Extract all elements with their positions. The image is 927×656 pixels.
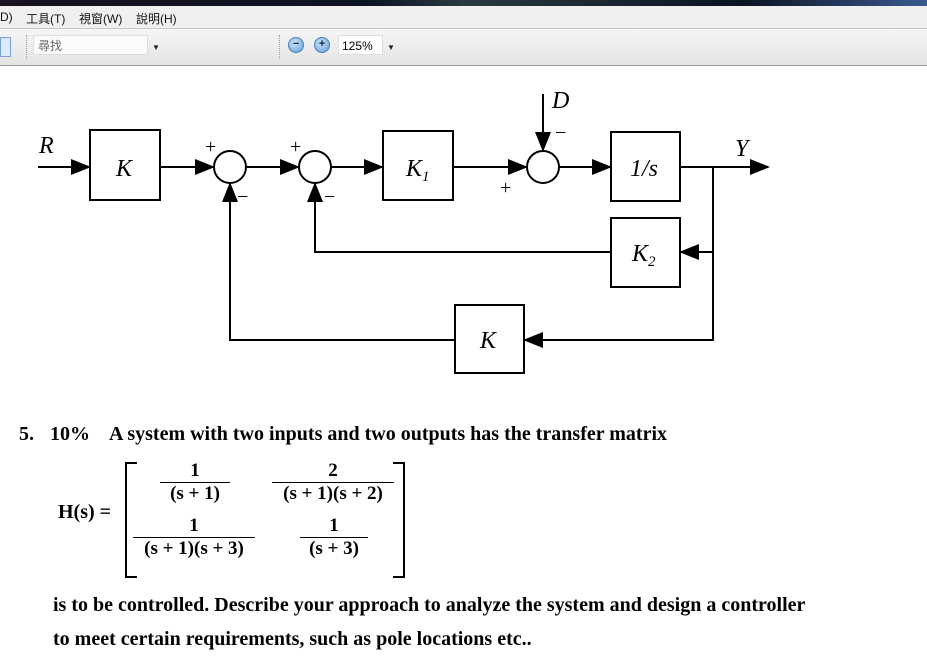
matrix-entry-22: 1(s + 3) — [300, 515, 368, 560]
zoom-level-input[interactable]: 125% — [338, 35, 383, 55]
search-input[interactable]: 尋找 — [33, 35, 148, 55]
gain-block-k — [89, 129, 161, 201]
toolbar-grip[interactable] — [279, 35, 283, 59]
problem-number: 5. — [19, 423, 34, 445]
label-k1: K1 — [405, 156, 430, 185]
label-d: D — [551, 88, 569, 114]
label-y: Y — [735, 136, 751, 162]
label-k: K — [115, 156, 134, 182]
zoom-out-button[interactable]: − — [288, 37, 304, 53]
document-page: R K K1 D 1/s Y K2 K + − + − − + 5. 10% A… — [0, 66, 927, 656]
matrix-entry-11: 1(s + 1) — [160, 460, 230, 505]
summing-junction-1 — [213, 150, 247, 184]
summing-junction-2 — [298, 150, 332, 184]
sign-minus: − — [237, 186, 248, 208]
menu-item-edit[interactable]: D) — [0, 10, 13, 24]
matrix-entry-21: 1(s + 1)(s + 3) — [133, 515, 255, 560]
label-k-feedback: K — [479, 328, 498, 354]
label-r: R — [38, 133, 54, 159]
h-label: H(s) = — [58, 501, 112, 523]
zoom-dropdown-icon[interactable]: ▼ — [387, 43, 395, 52]
fit-page-icon[interactable] — [0, 37, 11, 57]
search-dropdown-icon[interactable]: ▼ — [152, 43, 160, 52]
sign-plus: + — [290, 136, 301, 158]
problem-weight: 10% — [50, 423, 90, 445]
sign-plus: + — [500, 177, 511, 199]
menu-bar: D) 工具(T) 視窗(W) 說明(H) — [0, 6, 927, 29]
toolbar: 尋找 ▼ − + 125% ▼ — [0, 29, 927, 66]
window-title-strip — [0, 0, 927, 6]
sign-plus: + — [205, 136, 216, 158]
problem-text-line-2: to meet certain requirements, such as po… — [53, 628, 532, 650]
sign-minus: − — [324, 186, 335, 208]
right-bracket — [393, 462, 405, 578]
summing-junction-3 — [526, 150, 560, 184]
menu-item-tools[interactable]: 工具(T) — [26, 12, 66, 26]
menu-item-help[interactable]: 說明(H) — [136, 12, 177, 26]
problem-intro: A system with two inputs and two outputs… — [109, 423, 667, 445]
transfer-matrix: H(s) = 1(s + 1) 2(s + 1)(s + 2) 1(s + 1)… — [0, 456, 927, 581]
label-k2: K2 — [631, 241, 656, 270]
problem-text-line-1: is to be controlled. Describe your appro… — [53, 594, 806, 616]
gain-block-k1 — [382, 130, 454, 201]
toolbar-grip[interactable] — [26, 35, 30, 59]
matrix-entry-12: 2(s + 1)(s + 2) — [272, 460, 394, 505]
label-1-over-s: 1/s — [630, 156, 658, 182]
left-bracket — [125, 462, 137, 578]
zoom-in-button[interactable]: + — [314, 37, 330, 53]
sign-minus: − — [555, 122, 566, 144]
block-diagram: R K K1 D 1/s Y K2 K + − + − − + — [38, 88, 770, 374]
menu-item-window[interactable]: 視窗(W) — [79, 12, 123, 26]
